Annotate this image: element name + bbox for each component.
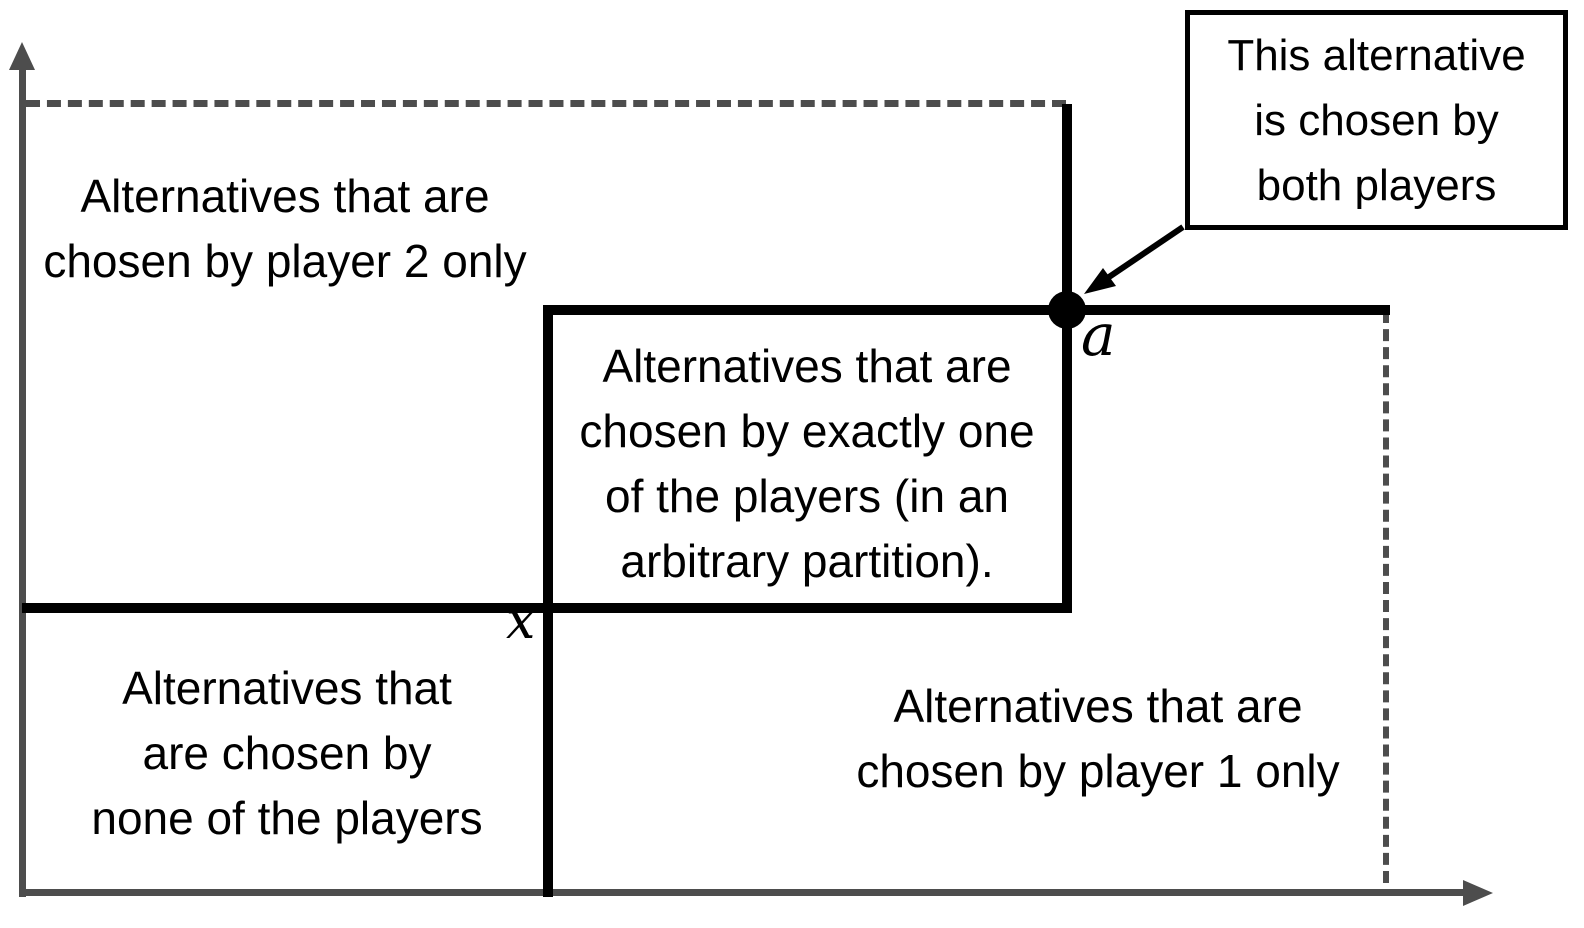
callout-text-line: both players	[1256, 160, 1497, 210]
point-a-dot	[1048, 291, 1086, 329]
region-player2-only-text: Alternatives that are chosen by player 2…	[25, 164, 545, 294]
text-line: chosen by player 1 only	[856, 745, 1340, 797]
region-player1-only-text: Alternatives that are chosen by player 1…	[848, 674, 1348, 804]
text-line: Alternatives that	[122, 662, 452, 714]
dashed-top-boundary	[26, 100, 1066, 107]
y-axis	[19, 64, 26, 897]
region-none-text: Alternatives that are chosen by none of …	[37, 656, 537, 851]
x-axis-arrowhead-icon	[1463, 880, 1493, 906]
partition-line-vertical-left	[543, 305, 553, 897]
point-x-label: x	[506, 591, 536, 651]
callout-box: This alternative is chosen by both playe…	[1185, 10, 1568, 230]
point-a-label: a	[1081, 301, 1116, 369]
partition-line-vertical-right	[1062, 104, 1072, 613]
x-axis	[19, 889, 1463, 896]
callout-text-line: is chosen by	[1254, 95, 1499, 145]
text-line: are chosen by	[142, 727, 432, 779]
y-axis-arrowhead-icon	[9, 42, 35, 70]
text-line: chosen by exactly one	[579, 405, 1035, 457]
callout-arrow-shaft	[1107, 224, 1185, 280]
text-line: arbitrary partition).	[620, 535, 994, 587]
text-line: Alternatives that are	[80, 170, 490, 222]
partition-line-horizontal-top	[543, 305, 1390, 315]
text-line: of the players (in an	[604, 470, 1009, 522]
text-line: Alternatives that are	[893, 680, 1303, 732]
dashed-right-boundary	[1383, 311, 1389, 883]
text-line: chosen by player 2 only	[43, 235, 527, 287]
region-exactly-one-text: Alternatives that are chosen by exactly …	[556, 334, 1058, 594]
partition-line-horizontal-bottom	[22, 603, 1072, 613]
callout-arrowhead-icon	[1084, 268, 1116, 294]
callout-text-line: This alternative	[1227, 30, 1526, 80]
text-line: Alternatives that are	[602, 340, 1012, 392]
text-line: none of the players	[91, 792, 483, 844]
